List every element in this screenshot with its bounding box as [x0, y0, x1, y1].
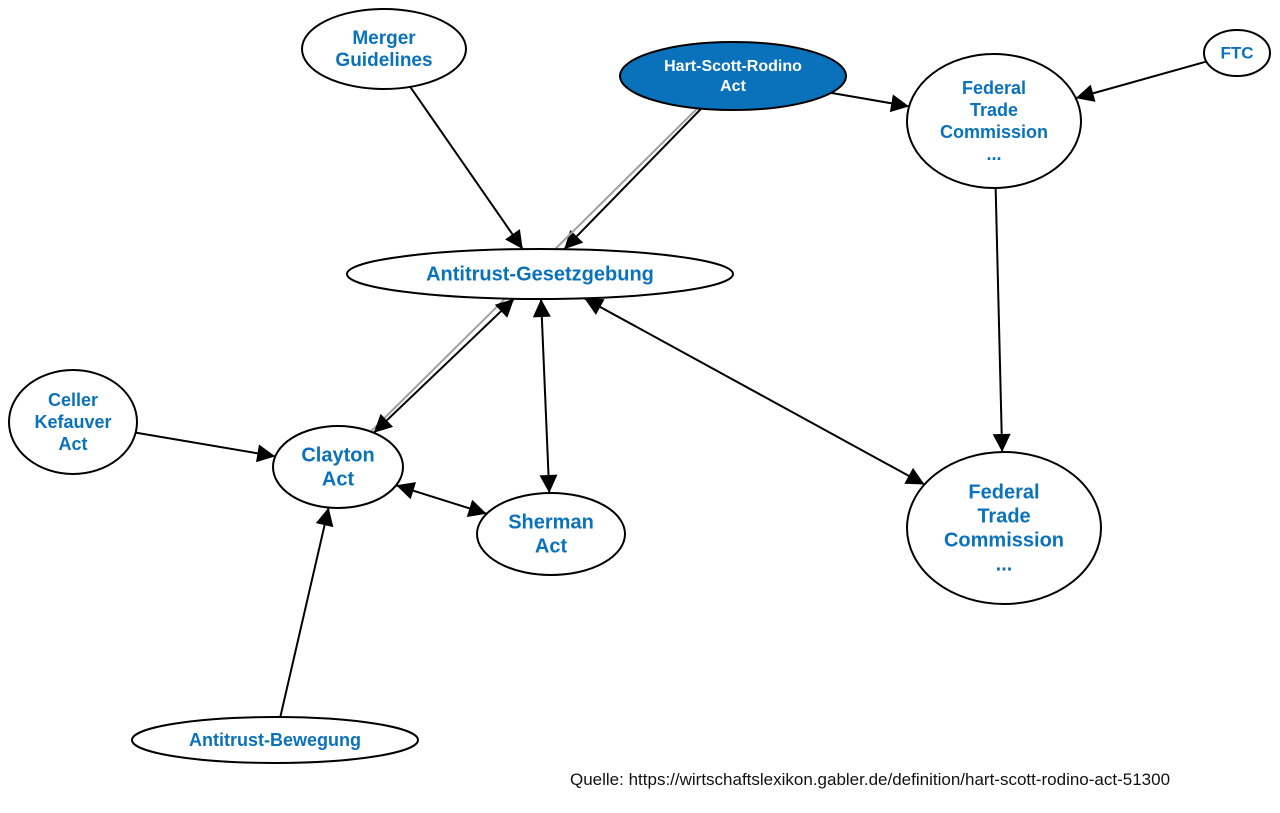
node-label: Commission [940, 122, 1048, 142]
edge-ftc_abbr-ftc_top [1075, 60, 1207, 102]
node-label: Act [322, 468, 355, 490]
node-ellipse [8, 369, 138, 475]
node-label: Merger [352, 28, 416, 49]
node-label: Trade [977, 505, 1030, 527]
node-ellipse [619, 41, 847, 111]
node-ellipse [272, 425, 404, 509]
node-ftc_bottom[interactable]: FederalTradeCommission... [906, 451, 1102, 605]
node-ellipse [301, 8, 467, 90]
node-label: Antitrust-Gesetzgebung [426, 263, 654, 285]
edge-clayton-sherman [395, 482, 487, 517]
node-label: Commission [944, 529, 1064, 551]
node-bewegung[interactable]: Antitrust-Bewegung [131, 716, 419, 764]
node-label: Sherman [508, 511, 594, 533]
node-label: Federal [962, 78, 1026, 98]
node-label: ... [996, 553, 1013, 575]
node-label: Guidelines [335, 50, 432, 71]
edge-antitrust_gesetz-ftc_bottom [583, 297, 925, 486]
node-label: Trade [970, 100, 1018, 120]
node-label: Clayton [301, 444, 374, 466]
node-label: FTC [1220, 43, 1253, 62]
node-ftc_abbr[interactable]: FTC [1203, 29, 1271, 77]
node-antitrust_gesetz[interactable]: Antitrust-Gesetzgebung [346, 248, 734, 300]
edges-layer [135, 60, 1207, 718]
node-label: Antitrust-Bewegung [189, 730, 361, 750]
node-ellipse [1203, 29, 1271, 77]
node-ftc_top[interactable]: FederalTradeCommission... [906, 53, 1082, 189]
node-label: Kefauver [34, 412, 111, 432]
node-label: Celler [48, 390, 98, 410]
node-ellipse [906, 53, 1082, 189]
edge-hsr-ftc_top [830, 91, 910, 113]
node-label: Act [720, 78, 746, 95]
edge-celler-clayton [135, 431, 276, 463]
edge-bewegung-clayton [279, 507, 334, 718]
node-ellipse [476, 492, 626, 576]
edge-antitrust_gesetz-sherman [532, 298, 558, 494]
edge-antitrust_gesetz-clayton [373, 298, 515, 434]
node-label: ... [986, 144, 1001, 164]
node-label: Federal [968, 481, 1039, 503]
node-ellipse [346, 248, 734, 300]
edge-merger-antitrust_gesetz [409, 86, 524, 250]
node-label: Act [535, 535, 568, 557]
source-citation: Quelle: https://wirtschaftslexikon.gable… [570, 770, 1171, 789]
edge-ftc_top-ftc_bottom [992, 187, 1011, 453]
node-ellipse [131, 716, 419, 764]
node-label: Act [58, 434, 87, 454]
node-label: Hart-Scott-Rodino [664, 58, 802, 75]
node-ellipse [906, 451, 1102, 605]
edge-hsr-antitrust_gesetz [563, 107, 702, 250]
